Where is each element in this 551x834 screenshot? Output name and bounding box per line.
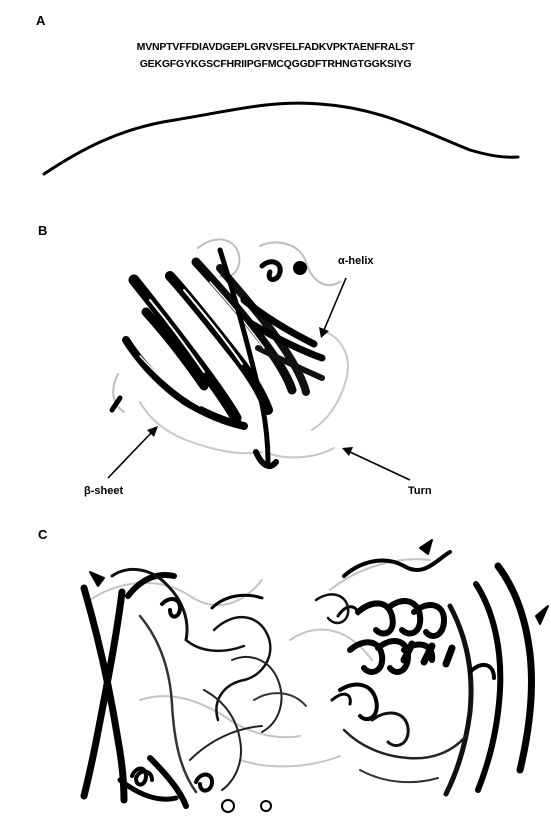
ribbon-structure-single [112, 239, 348, 466]
turn-label: Turn [408, 486, 432, 497]
sequence-profile-curve [44, 103, 518, 174]
turn-arrowhead [342, 447, 353, 456]
ribbon-structure-dimer [84, 540, 548, 812]
beta-sheet-arrow [108, 432, 152, 478]
turn-arrow [350, 452, 410, 480]
beta-sheet-label: β-sheet [84, 486, 123, 497]
alpha-helix-label: α-helix [338, 256, 374, 267]
